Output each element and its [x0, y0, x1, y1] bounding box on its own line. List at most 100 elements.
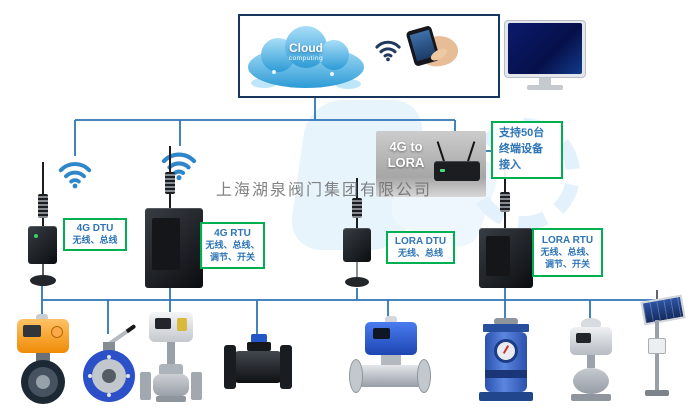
valve-base — [156, 396, 186, 402]
product-electric-control-valve-gray — [560, 318, 622, 404]
product-electric-gate-valve — [140, 312, 202, 406]
label-desc: 无线、总线、 — [205, 240, 260, 251]
mount-pole — [356, 262, 358, 280]
label-desc: 调节、开关 — [209, 252, 255, 262]
capacity-note-line1: 支持50台 — [499, 127, 545, 140]
label-desc: 无线、总线 — [397, 248, 443, 259]
flange-left — [140, 372, 151, 400]
label-4g-dtu: 4G DTU 无线、总线 — [63, 218, 127, 251]
label-title: LORA RTU — [541, 235, 594, 247]
valve-neck — [36, 353, 50, 361]
wifi-icon-4g-dtu — [57, 156, 93, 192]
actuator-knob — [177, 318, 187, 331]
valve-top-cap — [247, 342, 271, 351]
cloud-computing-icon: Cloud computing — [244, 20, 368, 94]
mount-pole — [42, 264, 44, 278]
bottom-flange — [571, 394, 611, 401]
label-desc: 无线、总线 — [72, 235, 118, 246]
solar-panel — [640, 294, 686, 326]
label-title: 4G DTU — [76, 223, 114, 235]
company-watermark: 上海湖泉阀门集团有限公司 — [216, 182, 433, 199]
monitor-base — [527, 85, 563, 90]
actuator-display — [576, 333, 591, 343]
product-electromagnetic-flowmeter-blue — [470, 318, 542, 404]
bottom-flange — [479, 392, 533, 401]
product-ball-valve-black — [224, 334, 292, 396]
gateway-label-line1: 4G to — [389, 139, 423, 154]
label-4g-rtu: 4G RTU 无线、总线、 调节、开关 — [200, 222, 265, 269]
valve-disc-hub — [102, 369, 116, 383]
cloud-platform-box — [238, 14, 500, 98]
gateway-antenna-right — [466, 141, 476, 163]
actuator-display — [155, 318, 171, 329]
flange-right — [280, 345, 292, 389]
wifi-icon-top — [374, 36, 402, 64]
top-flange — [483, 324, 529, 332]
mounting-bracket — [381, 355, 401, 365]
actuator-knob — [385, 316, 397, 324]
product-butterfly-valve-blue — [82, 324, 137, 404]
antenna-coil — [38, 194, 48, 218]
flange-left — [224, 345, 236, 389]
valve-body — [573, 368, 609, 394]
label-desc: 无线、总线、 — [540, 247, 595, 258]
cloud-label: Cloud computing — [244, 41, 368, 62]
actuator-display — [373, 328, 390, 339]
capacity-note-box: 支持50台 终端设备 接入 — [491, 121, 563, 179]
valve-body — [359, 365, 421, 387]
device-4g-dtu — [26, 162, 60, 290]
magnetic-base — [30, 275, 56, 286]
device-4g-rtu — [144, 146, 204, 288]
valve-stem — [587, 355, 595, 368]
status-led — [34, 234, 38, 238]
gateway-led — [440, 169, 445, 172]
valve-bonnet — [159, 364, 183, 376]
dtu-module-body — [343, 228, 371, 262]
valve-stem — [167, 342, 175, 366]
gateway-antenna-left — [436, 141, 446, 163]
gateway-label-line2: LORA — [387, 155, 425, 171]
label-title: 4G RTU — [214, 228, 251, 240]
gateway-label: 4G to LORA — [378, 139, 434, 172]
label-desc: 调节、开关 — [544, 259, 590, 269]
rtu-front-panel — [152, 218, 180, 270]
control-box — [648, 338, 666, 354]
monitor-screen — [508, 23, 582, 74]
rtu-front-panel — [486, 236, 510, 276]
valve-body — [233, 351, 283, 383]
valve-neck — [103, 342, 115, 352]
device-lora-rtu — [478, 170, 534, 288]
gateway-router-body — [434, 161, 480, 181]
flange-left — [349, 359, 363, 393]
label-lora-dtu: LORA DTU 无线、总线 — [386, 231, 455, 264]
valve-disc-hub — [36, 375, 50, 389]
label-title: LORA DTU — [394, 236, 447, 248]
product-electric-butterfly-valve-orange — [10, 314, 76, 408]
monitor-stand — [539, 78, 551, 85]
top-cap — [494, 318, 518, 325]
flange-right — [417, 359, 431, 393]
antenna-coil — [500, 192, 510, 212]
pole-base — [645, 390, 669, 396]
magnetic-base — [345, 277, 369, 287]
computer-monitor-photo — [504, 20, 586, 92]
cloud-subtitle: computing — [288, 55, 324, 62]
product-electric-ball-valve-blue-actuator — [348, 316, 432, 404]
flange-right — [191, 372, 202, 400]
cloud-title: Cloud — [289, 41, 323, 55]
actuator-dial — [51, 326, 63, 338]
antenna-coil — [165, 172, 175, 194]
product-solar-monitoring-pole — [626, 290, 690, 404]
label-lora-rtu: LORA RTU 无线、总线、 调节、开关 — [532, 228, 603, 277]
actuator-display — [23, 325, 41, 337]
capacity-note-line3: 接入 — [499, 158, 521, 171]
hand-holding-phone-photo — [400, 25, 461, 70]
antenna-coil — [352, 198, 362, 218]
device-lora-dtu — [340, 178, 374, 290]
dtu-module-body — [28, 226, 57, 264]
pole — [655, 320, 659, 394]
mounting-pad-blue — [251, 334, 267, 343]
antenna-icon — [656, 290, 658, 302]
capacity-note-line2: 终端设备 — [499, 143, 543, 156]
